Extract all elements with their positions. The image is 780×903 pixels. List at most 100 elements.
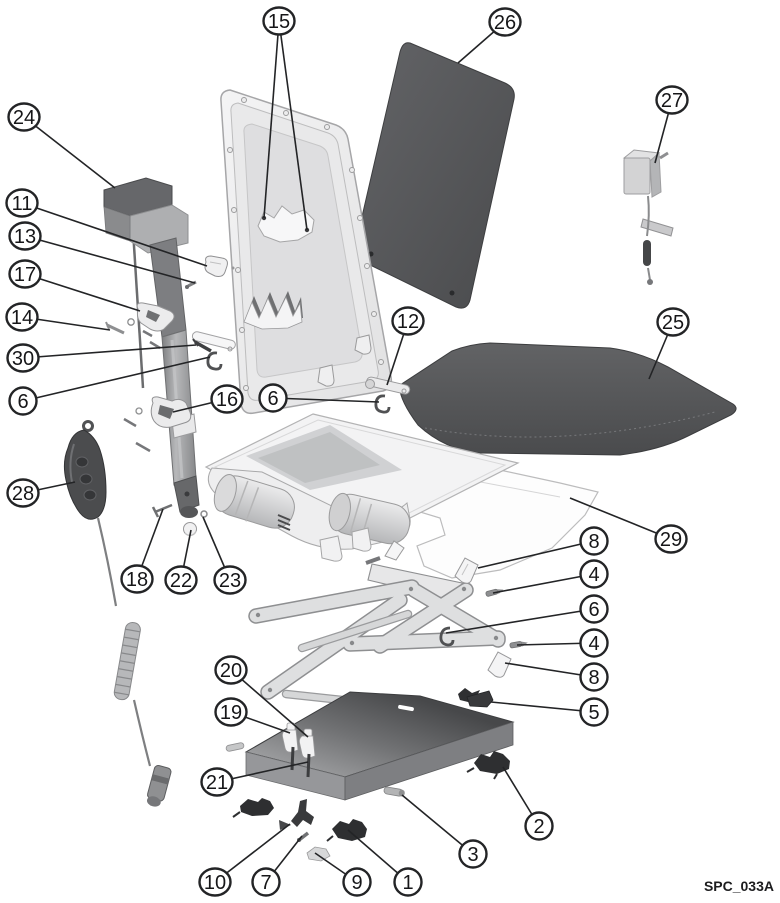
callout-3: 3 [401, 794, 488, 869]
callout-bubble-20 [214, 655, 248, 685]
callout-number: 2 [533, 816, 544, 838]
callout-number: 3 [467, 844, 478, 866]
callout-number: 7 [260, 872, 271, 894]
callout-number: 28 [12, 483, 34, 505]
callout-number: 10 [204, 872, 226, 894]
callout-12: 12 [386, 306, 425, 386]
callout-bubble-28 [6, 478, 40, 508]
callout-28: 28 [6, 478, 76, 508]
washer-b [135, 407, 143, 415]
callout-number: 19 [220, 702, 242, 724]
callout-22: 22 [164, 529, 198, 595]
callout-number: 11 [12, 193, 33, 215]
pin-30 [192, 338, 212, 353]
bracket-left-extra [240, 798, 274, 816]
callout-17: 17 [8, 259, 141, 312]
callout-bubble-5 [579, 697, 609, 727]
screw-top [365, 556, 381, 565]
callout-15: 15 [262, 6, 308, 231]
shell-tooth-bracket [243, 291, 303, 330]
callout-bubble-19 [214, 697, 248, 727]
pendant-cable-coil [113, 621, 141, 701]
callout-20: 20 [214, 655, 309, 738]
callout-4: 4 [516, 628, 609, 658]
callout-bubble-16 [210, 384, 244, 414]
shell-hook-foot-right [354, 334, 372, 355]
callout-bubble-12 [391, 306, 425, 336]
callout-number: 22 [170, 570, 192, 592]
pendant-cable-connector [146, 765, 172, 807]
pivot-pin-12 [365, 376, 411, 395]
callout-bubble-23 [213, 565, 247, 595]
pin-21-b [306, 753, 311, 778]
callout-number: 30 [12, 348, 34, 370]
callout-bubble-13 [8, 221, 42, 251]
callout-number: 29 [660, 529, 682, 551]
callout-6: 6 [8, 356, 211, 416]
tray-slot [398, 704, 414, 712]
callout-2: 2 [502, 766, 554, 841]
callout-18: 18 [120, 508, 164, 594]
callout-24: 24 [7, 102, 116, 189]
callout-23: 23 [202, 516, 247, 595]
callout-number: 14 [11, 307, 33, 329]
callout-6: 6 [258, 383, 380, 413]
hook-6-mid [374, 394, 391, 414]
pin-3 [383, 786, 405, 797]
callout-4: 4 [492, 559, 609, 594]
pin-21-a [290, 746, 295, 771]
bracket-17 [136, 302, 175, 350]
callout-bubble-8 [579, 526, 609, 556]
callout-number: 15 [268, 11, 290, 33]
corner-clip-top [384, 540, 405, 561]
callout-number: 1 [402, 872, 413, 894]
callout-30: 30 [6, 343, 197, 373]
actuator-pin [659, 151, 669, 160]
clip-9 [306, 846, 331, 862]
callout-27: 27 [654, 85, 689, 164]
callout-29: 29 [569, 497, 688, 554]
callout-number: 20 [220, 660, 242, 682]
callout-7: 7 [251, 835, 303, 897]
callout-number: 8 [588, 667, 599, 689]
callout-number: 17 [14, 264, 36, 286]
callout-number: 6 [267, 388, 278, 410]
callout-bubble-9 [342, 867, 372, 897]
callout-number: 25 [662, 312, 684, 334]
actuator-assembly [103, 177, 208, 536]
callout-11: 11 [5, 188, 208, 267]
cable-actuator-unit [622, 149, 674, 285]
callout-bubble-21 [200, 767, 234, 797]
hook-6-left [206, 351, 223, 371]
backrest-shell [220, 89, 393, 415]
pan-roll-cylinder-right [328, 492, 411, 545]
callout-1: 1 [347, 829, 423, 897]
callout-bubble-10 [198, 867, 232, 897]
callout-10: 10 [198, 823, 291, 897]
callout-6: 6 [445, 594, 609, 634]
callout-5: 5 [490, 697, 609, 727]
callout-bubble-22 [164, 565, 198, 595]
callout-14: 14 [5, 302, 111, 332]
bracket-16 [123, 396, 192, 453]
y-bracket [291, 799, 314, 827]
pivot-bar [191, 331, 236, 352]
callout-number: 13 [14, 226, 36, 248]
washer-a [127, 318, 135, 326]
callout-bubble-30 [6, 343, 40, 373]
hand-control-pendant [63, 420, 172, 807]
callout-bubble-29 [654, 524, 688, 554]
callout-19: 19 [214, 697, 291, 734]
callout-number: 26 [494, 12, 516, 34]
callout-21: 21 [200, 761, 309, 797]
callout-bubble-6 [579, 594, 609, 624]
callout-13: 13 [8, 221, 196, 284]
callout-bubble-14 [5, 302, 39, 332]
scissor-pivot-holes [255, 586, 499, 693]
scissor-lift [248, 540, 506, 705]
callout-number: 8 [588, 531, 599, 553]
cable-sleeve [643, 240, 651, 266]
callout-number: 24 [13, 107, 35, 129]
